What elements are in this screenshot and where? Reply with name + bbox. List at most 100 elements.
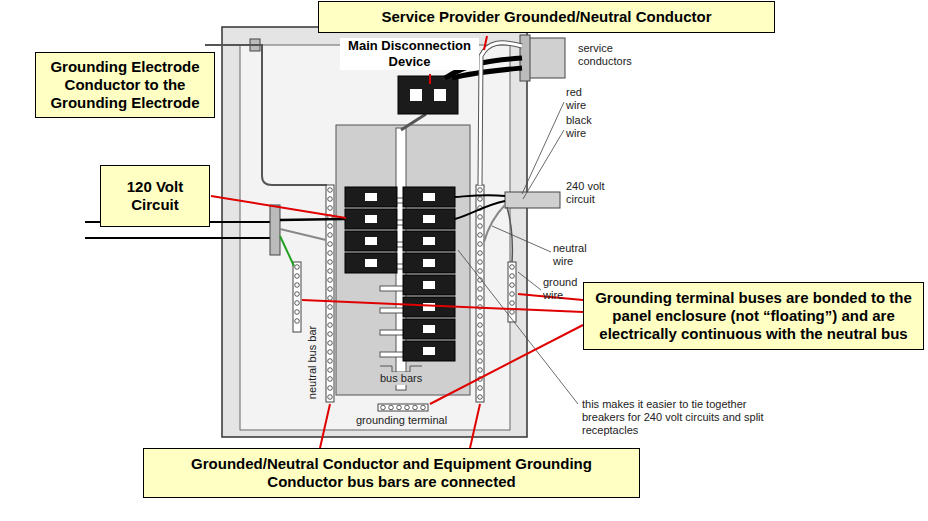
callout-box: Grounding terminal buses are bonded to t… (583, 282, 924, 350)
breaker-toggle (423, 259, 435, 267)
terminal-screw (295, 274, 300, 279)
callout-leaders-part (484, 36, 487, 50)
terminal-screw (328, 341, 333, 346)
breaker (345, 209, 397, 229)
main-breaker-part (398, 76, 458, 114)
callout-leaders (211, 36, 583, 448)
terminal-screw (295, 310, 300, 315)
terminal-screw (510, 310, 515, 315)
terminal-screw (328, 305, 333, 310)
terminal-screw (510, 265, 515, 270)
neutral-bus-left (326, 185, 334, 402)
terminal-screw (328, 314, 333, 319)
callout-text: Grounded/Neutral Conductor and Equipment… (154, 455, 629, 491)
main-breaker-part (410, 89, 422, 101)
terminal-screw (328, 188, 333, 193)
part-label: 240 volt circuit (566, 180, 618, 206)
service-cable-part (480, 43, 522, 185)
grounding-terminal-bar-part (378, 404, 428, 411)
part-label: grounding terminal (356, 414, 447, 427)
bus-bar-label: neutral bus bar (306, 325, 319, 398)
callout-box: Service Provider Grounded/Neutral Conduc… (318, 1, 775, 33)
terminal-screw (295, 301, 300, 306)
part-label: this makes it easier to tie together bre… (582, 398, 782, 437)
panel-enclosure-part (222, 27, 527, 437)
terminal-screw (328, 377, 333, 382)
terminal-screw (328, 287, 333, 292)
circuit-240v-cable-part (484, 205, 505, 242)
terminal-screw (478, 314, 483, 319)
part-label: ground wire (543, 276, 579, 302)
neutral-bus-left-part (326, 185, 334, 402)
breaker (345, 253, 397, 273)
terminal-screw (328, 296, 333, 301)
terminal-screw (328, 233, 333, 238)
breaker-toggle (423, 215, 435, 223)
terminal-screw (328, 332, 333, 337)
terminal-screw (381, 405, 386, 410)
terminal-screw (328, 224, 333, 229)
part-label: red wire (566, 86, 596, 112)
part-label: bus bars (378, 372, 424, 385)
terminal-screw (328, 323, 333, 328)
terminal-screw (478, 332, 483, 337)
terminal-screw (478, 233, 483, 238)
part-label: Main Disconnection Device (340, 38, 479, 70)
circuit-240v-cable (455, 192, 560, 262)
terminal-screw (478, 224, 483, 229)
breaker (345, 187, 397, 207)
terminal-screw (478, 323, 483, 328)
neutral-bus-right-part (476, 185, 484, 402)
label-leaders-part (492, 226, 551, 252)
terminal-screw (478, 215, 483, 220)
terminal-screw (328, 242, 333, 247)
callout-box: Grounded/Neutral Conductor and Equipment… (143, 448, 640, 498)
breaker-toggle (423, 193, 435, 201)
panel-enclosure-part (336, 125, 470, 395)
circuit-240v-cable-part (455, 195, 505, 197)
terminal-screw (510, 274, 515, 279)
neutral-bus-right (476, 185, 484, 402)
breaker-toggle (423, 303, 435, 311)
part-label: service conductors (578, 42, 638, 68)
grounding-electrode-conductor-part (205, 45, 327, 185)
callout-box: Grounding Electrode Conductor to the Gro… (35, 52, 215, 118)
terminal-screw (478, 269, 483, 274)
terminal-screw (328, 368, 333, 373)
terminal-screw (478, 197, 483, 202)
main-breaker-part (401, 114, 426, 130)
terminal-screw (510, 292, 515, 297)
terminal-screw (397, 405, 402, 410)
service-cable-part (527, 38, 565, 78)
callout-text: Service Provider Grounded/Neutral Conduc… (381, 8, 711, 26)
terminal-screw (328, 278, 333, 283)
breaker (403, 187, 455, 207)
main-breaker-part (434, 89, 446, 101)
breaker (403, 319, 455, 339)
breaker-toggle (365, 215, 377, 223)
service-cable-part (480, 43, 522, 185)
label-leaders-part (522, 102, 564, 194)
terminal-screw (478, 341, 483, 346)
callout-text: Grounding terminal buses are bonded to t… (592, 289, 915, 343)
breaker-toggle (365, 193, 377, 201)
breaker (403, 275, 455, 295)
circuit-120v-cable-part (280, 236, 294, 266)
circuit-120v-cable-part (280, 229, 326, 240)
ground-bar-left-part (293, 262, 301, 332)
breaker (345, 231, 397, 251)
circuit-120v-cable-part (270, 205, 280, 255)
callout-text: Grounding Electrode Conductor to the Gro… (42, 58, 208, 112)
callout-text: 120 Volt Circuit (105, 178, 205, 214)
terminal-screw (478, 251, 483, 256)
breaker-toggle (423, 237, 435, 245)
terminal-screw (478, 386, 483, 391)
circuit-240v-cable-part (455, 201, 505, 219)
circuit-240v-cable-part (505, 192, 560, 208)
terminal-screw (328, 395, 333, 400)
panel-enclosure-part (240, 45, 510, 430)
terminal-screw (478, 296, 483, 301)
callout-leaders-part (302, 300, 583, 312)
part-label: neutral wire (553, 242, 597, 268)
terminal-screw (328, 386, 333, 391)
